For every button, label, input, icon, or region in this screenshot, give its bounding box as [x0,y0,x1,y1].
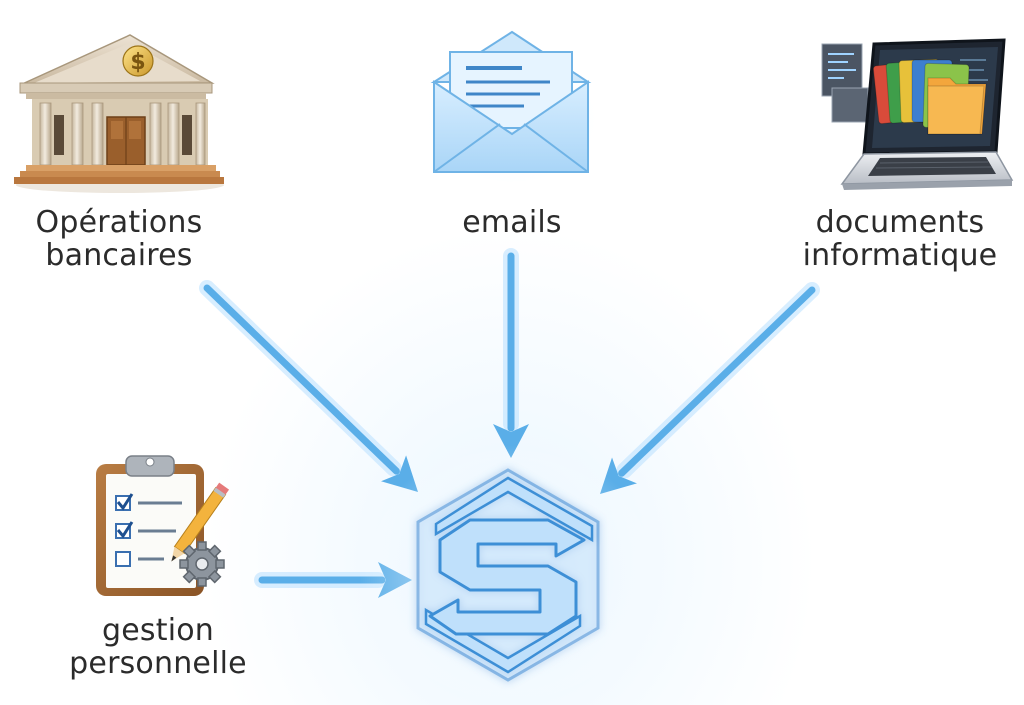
hexagon-s-logo-icon [416,468,600,682]
label-banking: Opérations bancaires [35,205,203,273]
bank-icon: $ [12,25,227,195]
arrow-banking-to-hub [199,280,418,492]
arrow-documents-to-hub [600,282,820,494]
clipboard-checklist-icon [92,452,237,602]
label-documents: documents informatique [802,205,998,273]
envelope-icon [420,22,600,182]
arrow-emails-to-hub [493,248,529,458]
label-emails: emails [462,205,562,240]
label-personnel: gestion personnelle [69,613,247,681]
svg-text:$: $ [130,50,145,75]
laptop-folders-icon [790,30,1015,200]
